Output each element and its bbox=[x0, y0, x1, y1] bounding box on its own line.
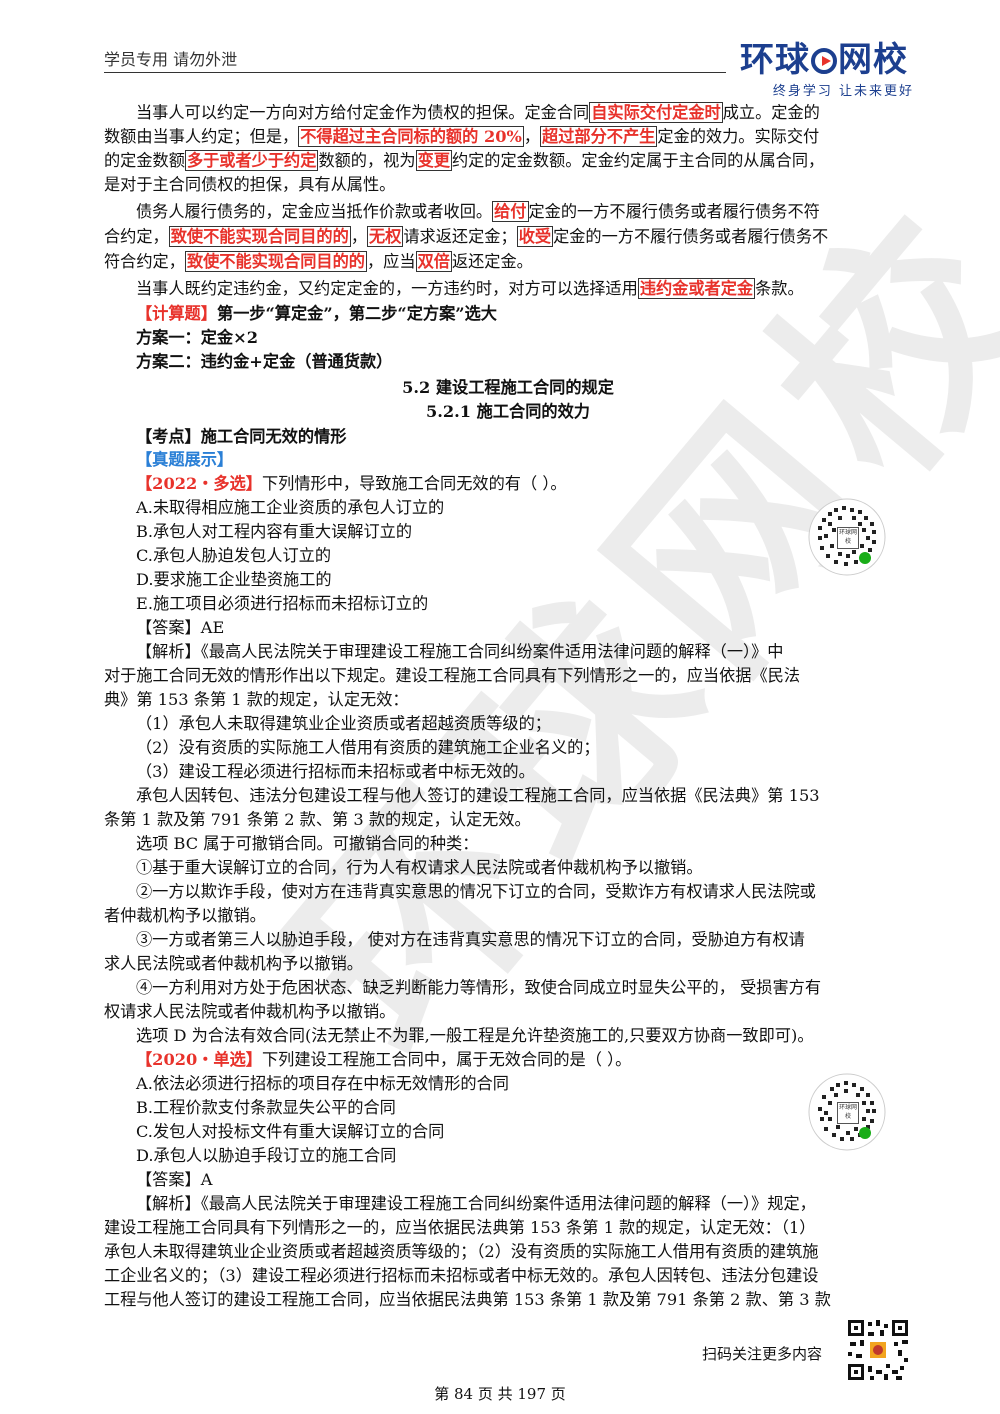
option-d: D.要求施工企业垫资施工的 bbox=[136, 570, 332, 589]
plan-one: 方案一：定金×2 bbox=[136, 328, 258, 347]
option-c: C.发包人对投标文件有重大误解订立的合同 bbox=[136, 1122, 445, 1141]
answer: 【答案】AE bbox=[136, 618, 225, 637]
paragraph-line: 的定金数额多于或者少于约定数额的，视为变更约定的定金数额。定金约定属于主合同的从… bbox=[104, 150, 825, 171]
analysis-line: 工企业名义的；（3）建设工程必须进行招标而未招标或者中标无效的。承包人因转包、违… bbox=[104, 1266, 819, 1285]
subsection-title: 5.2.1 施工合同的效力 bbox=[425, 402, 590, 421]
qr-center-logo: 环球网校 bbox=[837, 1102, 859, 1124]
analysis-line: （3）建设工程必须进行招标而未招标或者中标无效的。 bbox=[136, 762, 535, 781]
highlight-term: 自实际交付定金时 bbox=[589, 102, 723, 123]
qr-code-icon bbox=[846, 1318, 910, 1382]
highlight-term: 给付 bbox=[492, 201, 529, 222]
analysis-line: 选项 D 为合法有效合同(法无禁止不为罪,一般工程是允许垫资施工的,只要双方协商… bbox=[136, 1026, 814, 1045]
analysis-line: 对于施工合同无效的情形作出以下规定。建设工程施工合同具有下列情形之一的，应当依据… bbox=[104, 666, 801, 685]
analysis-line: 条第 1 款及第 791 条第 2 款、第 3 款的规定，认定无效。 bbox=[104, 810, 531, 829]
highlight-term: 不得超过主合同标的额的 20% bbox=[298, 126, 524, 147]
analysis-line: 者仲裁机构予以撤销。 bbox=[104, 906, 266, 925]
highlight-term: 变更 bbox=[415, 150, 452, 171]
qr-center-logo: 环球网校 bbox=[837, 527, 859, 549]
highlight-term: 超过部分不产生 bbox=[540, 126, 658, 147]
analysis-line: 权请求人民法院或者仲裁机构予以撤销。 bbox=[104, 1002, 396, 1021]
paragraph-line: 符合约定，致使不能实现合同目的的，应当双倍返还定金。 bbox=[104, 251, 533, 272]
analysis-line: 承包人未取得建筑业企业资质或者超越资质等级的；（2）没有资质的实际施工人借用有资… bbox=[104, 1242, 819, 1261]
answer: 【答案】A bbox=[136, 1170, 213, 1189]
option-b: B.工程价款支付条款显失公平的合同 bbox=[136, 1098, 396, 1117]
option-c: C.承包人胁迫发包人订立的 bbox=[136, 546, 332, 565]
header-confidential-note: 学员专用 请勿外泄 bbox=[104, 50, 238, 69]
question-tag: 【2022・多选】 bbox=[136, 474, 262, 493]
option-d: D.承包人以胁迫手段订立的施工合同 bbox=[136, 1146, 397, 1165]
paragraph-line: 合约定，致使不能实现合同目的的，无权请求返还定金；收受定金的一方不履行债务或者履… bbox=[104, 226, 829, 247]
highlight-term: 致使不能实现合同目的的 bbox=[184, 251, 367, 272]
analysis-line: 承包人因转包、违法分包建设工程与他人签订的建设工程施工合同，应当依据《民法典》第… bbox=[136, 786, 820, 805]
header-rule bbox=[104, 72, 726, 73]
section-title: 5.2 建设工程施工合同的规定 bbox=[402, 378, 614, 397]
analysis-line: ④一方利用对方处于危困状态、缺乏判断能力等情形，致使合同成立时显失公平的， 受损… bbox=[136, 978, 822, 997]
mini-program-qr-code: 环球网校 bbox=[808, 498, 886, 576]
option-e: E.施工项目必须进行招标而未招标订立的 bbox=[136, 594, 429, 613]
option-a: A.未取得相应施工企业资质的承包人订立的 bbox=[136, 498, 445, 517]
analysis-line: ③一方或者第三人以胁迫手段， 使对方在违背真实意思的情况下订立的合同，受胁迫方有… bbox=[136, 930, 805, 949]
analysis-line: 【解析】《最高人民法院关于审理建设工程施工合同纠纷案件适用法律问题的解释（一）》… bbox=[136, 1194, 816, 1213]
highlight-term: 无权 bbox=[367, 226, 404, 247]
analysis-line: 工程与他人签订的建设工程施工合同，应当依据民法典第 153 条第 1 款及第 7… bbox=[104, 1290, 831, 1309]
paragraph-line: 数额由当事人约定；但是，不得超过主合同标的额的 20%，超过部分不产生定金的效力… bbox=[104, 126, 820, 147]
analysis-line: 典》第 153 条第 1 款的规定，认定无效： bbox=[104, 690, 409, 709]
logo-tagline: 终身学习 让未来更好 bbox=[772, 84, 914, 99]
question-tag: 【2020・单选】 bbox=[136, 1050, 262, 1069]
paragraph-line: 债务人履行债务的，定金应当抵作价款或者收回。给付定金的一方不履行债务或者履行债务… bbox=[136, 201, 820, 222]
analysis-line: ②一方以欺诈手段，使对方在违背真实意思的情况下订立的合同，受欺诈方有权请求人民法… bbox=[136, 882, 816, 901]
highlight-term: 多于或者少于约定 bbox=[184, 150, 319, 171]
kaodian-heading: 【考点】施工合同无效的情形 bbox=[136, 427, 347, 446]
calc-tag: 【计算题】 bbox=[136, 304, 217, 323]
mini-program-qr-code: 环球网校 bbox=[808, 1073, 886, 1151]
calc-note: 【计算题】第一步“算定金”，第二步“定方案”选大 bbox=[136, 304, 497, 323]
highlight-term: 致使不能实现合同目的的 bbox=[168, 226, 351, 247]
analysis-line: 【解析】《最高人民法院关于审理建设工程施工合同纠纷案件适用法律问题的解释（一）》… bbox=[136, 642, 784, 661]
highlight-term: 双倍 bbox=[415, 251, 452, 272]
logo-wordmark: 环球网校 bbox=[740, 40, 908, 80]
scan-prompt: 扫码关注更多内容 bbox=[702, 1345, 823, 1363]
paragraph-line: 是对于主合同债权的担保，具有从属性。 bbox=[104, 175, 396, 194]
question-stem: 【2020・单选】下列建设工程施工合同中，属于无效合同的是（ ）。 bbox=[136, 1050, 632, 1069]
brand-logo: 环球网校 终身学习 让未来更好 bbox=[740, 40, 920, 100]
highlight-term: 收受 bbox=[516, 226, 554, 247]
analysis-line: （1）承包人未取得建筑业企业资质或者超越资质等级的； bbox=[136, 714, 551, 733]
option-b: B.承包人对工程内容有重大误解订立的 bbox=[136, 522, 413, 541]
footer-qr-code bbox=[846, 1318, 910, 1382]
analysis-line: ①基于重大误解订立的合同，行为人有权请求人民法院或者仲裁机构予以撤销。 bbox=[136, 858, 703, 877]
analysis-line: （2）没有资质的实际施工人借用有资质的建筑施工企业名义的； bbox=[136, 738, 600, 757]
analysis-line: 建设工程施工合同具有下列情形之一的，应当依据民法典第 153 条第 1 款的规定… bbox=[104, 1218, 816, 1237]
analysis-line: 选项 BC 属于可撤销合同。可撤销合同的种类： bbox=[136, 834, 479, 853]
page-number: 第 84 页 共 197 页 bbox=[434, 1385, 566, 1403]
analysis-line: 求人民法院或者仲裁机构予以撤销。 bbox=[104, 954, 363, 973]
plan-two: 方案二：违约金+定金（普通货款） bbox=[136, 352, 393, 371]
logo-play-icon bbox=[811, 48, 837, 74]
paragraph-line: 当事人可以约定一方向对方给付定金作为债权的担保。定金合同自实际交付定金时成立。定… bbox=[136, 102, 820, 123]
paragraph-line: 当事人既约定违约金，又约定定金的，一方违约时，对方可以选择适用违约金或者定金条款… bbox=[136, 278, 804, 299]
option-a: A.依法必须进行招标的项目存在中标无效情形的合同 bbox=[136, 1074, 509, 1093]
question-stem: 【2022・多选】下列情形中，导致施工合同无效的有（ ）。 bbox=[136, 474, 567, 493]
highlight-term: 违约金或者定金 bbox=[637, 278, 756, 299]
zhenti-heading: 【真题展示】 bbox=[136, 450, 234, 469]
